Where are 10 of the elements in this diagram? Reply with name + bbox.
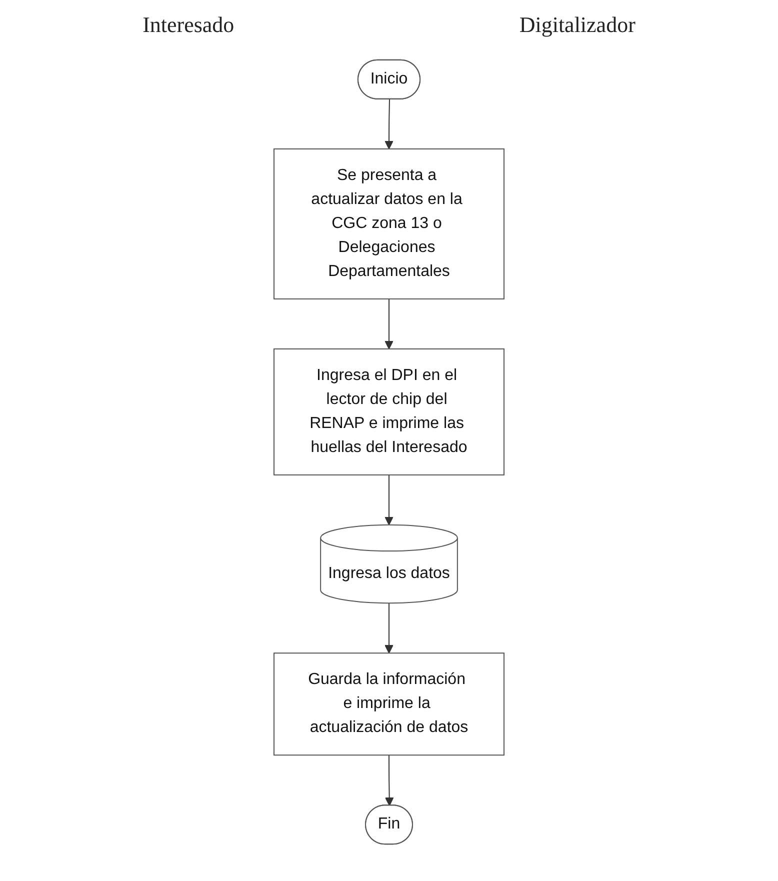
lane-heading: Interesado: [142, 12, 234, 38]
arrow: [384, 754, 394, 806]
lane-heading: Digitalizador: [519, 12, 636, 38]
arrow: [384, 602, 394, 654]
node-box: Ingresa el DPI en el lector de chip del RENAP e imprime las huellas del Interesado: [274, 348, 504, 476]
arrow: [384, 98, 394, 150]
arrow: [384, 474, 394, 526]
arrow: [384, 298, 394, 350]
node-box: Se presenta a actualizar datos en la CGC zona 13 o Delegaciones Departamentales: [274, 148, 504, 300]
node-box: Guarda la información e imprime la actualización de datos: [274, 652, 504, 756]
